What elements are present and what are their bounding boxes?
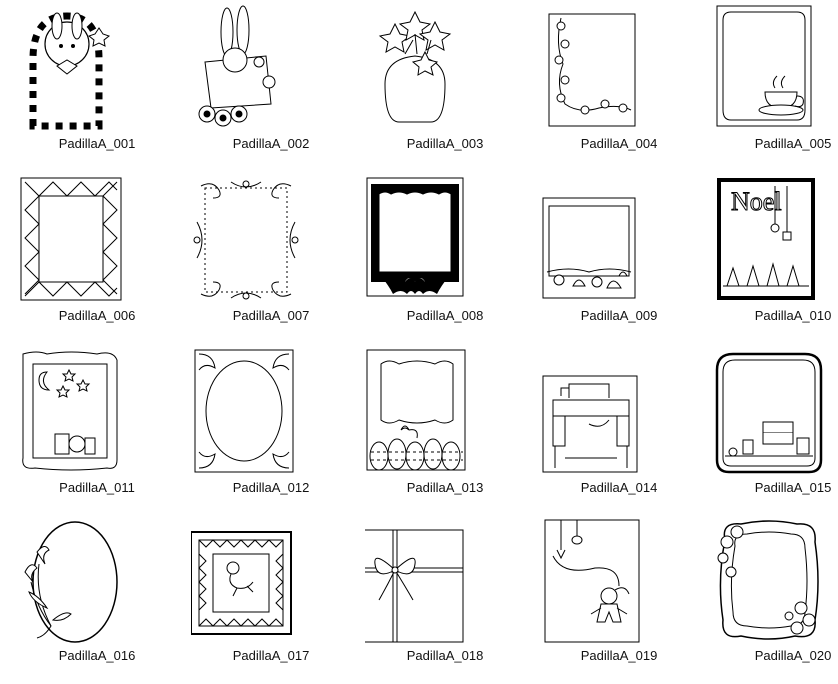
thumbnail-tile[interactable]: PadillaA_012 <box>191 348 351 516</box>
baby-quilt-frame-icon <box>191 516 351 646</box>
thumbnail-label: PadillaA_013 <box>406 480 484 495</box>
thumbnail-label: PadillaA_010 <box>754 308 832 323</box>
thumbnail-label: PadillaA_019 <box>580 648 658 663</box>
thumbnail-tile[interactable]: PadillaA_016 <box>17 516 177 684</box>
thumbnail-label: PadillaA_004 <box>580 136 658 151</box>
thumbnail-tile[interactable]: PadillaA_018 <box>365 516 525 684</box>
thumbnail-label: PadillaA_016 <box>58 648 136 663</box>
thumbnail-tile[interactable]: PadillaA_008 <box>365 176 525 344</box>
thumbnail-tile[interactable]: PadillaA_002 <box>191 4 351 172</box>
thumbnail-label: PadillaA_017 <box>232 648 310 663</box>
thumbnail-tile[interactable]: PadillaA_001 <box>17 4 177 172</box>
calla-lily-oval-frame-icon <box>17 516 177 646</box>
sewing-desk-frame-icon <box>539 348 699 478</box>
thumbnail-label: PadillaA_012 <box>232 480 310 495</box>
thumbnail-tile[interactable]: PadillaA_015 <box>713 348 838 516</box>
thumbnail-label: PadillaA_007 <box>232 308 310 323</box>
thumbnail-label: PadillaA_003 <box>406 136 484 151</box>
checkered-bunny-frame-icon <box>17 4 177 134</box>
thumbnail-tile[interactable]: PadillaA_004 <box>539 4 699 172</box>
thumbnail-tile[interactable]: PadillaA_007 <box>191 176 351 344</box>
easter-eggs-frame-icon <box>365 348 525 478</box>
thumbnail-tile[interactable]: PadillaA_011 <box>17 348 177 516</box>
thumbnail-tile[interactable]: PadillaA_003 <box>365 4 525 172</box>
svg-text:Noel: Noel <box>731 187 782 216</box>
floral-vine-frame-icon <box>539 4 699 134</box>
teacup-frame-icon <box>713 4 838 134</box>
thumbnail-label: PadillaA_020 <box>754 648 832 663</box>
bunny-daisy-frame-icon <box>191 4 351 134</box>
thumbnail-label: PadillaA_008 <box>406 308 484 323</box>
thumbnail-label: PadillaA_014 <box>580 480 658 495</box>
triangle-border-frame-icon <box>17 176 177 306</box>
thumbnail-tile[interactable]: PadillaA_009 <box>539 176 699 344</box>
bat-black-frame-icon <box>365 176 525 306</box>
sewing-machine-frame-icon <box>713 348 838 478</box>
thumbnail-tile[interactable]: PadillaA_017 <box>191 516 351 684</box>
moon-stars-frame-icon <box>17 348 177 478</box>
thumbnail-tile[interactable]: PadillaA_006 <box>17 176 177 344</box>
oval-corner-frame-icon <box>191 348 351 478</box>
seashell-frame-icon <box>539 176 699 306</box>
thumbnail-tile[interactable]: PadillaA_014 <box>539 348 699 516</box>
thumbnail-label: PadillaA_006 <box>58 308 136 323</box>
ornate-scroll-frame-icon <box>191 176 351 306</box>
thumbnail-label: PadillaA_015 <box>754 480 832 495</box>
thumbnail-label: PadillaA_011 <box>59 480 135 495</box>
gift-bow-frame-icon <box>365 516 525 646</box>
noel-christmas-frame-icon: Noel <box>713 176 838 306</box>
thumbnail-tile[interactable]: PadillaA_019 <box>539 516 699 684</box>
thumbnail-label: PadillaA_009 <box>580 308 658 323</box>
thumbnail-label: PadillaA_005 <box>754 136 832 151</box>
thumbnail-label: PadillaA_018 <box>406 648 484 663</box>
thumbnail-tile[interactable]: Noel PadillaA_010 <box>713 176 838 344</box>
thumbnail-label: PadillaA_001 <box>58 136 136 151</box>
thumbnail-tile[interactable]: PadillaA_005 <box>713 4 838 172</box>
flower-wreath-frame-icon <box>713 516 838 646</box>
thumbnail-label: PadillaA_002 <box>232 136 310 151</box>
thumbnail-tile[interactable]: PadillaA_020 <box>713 516 838 684</box>
gingerbread-frame-icon <box>539 516 699 646</box>
flower-vase-icon <box>365 4 525 134</box>
thumbnail-tile[interactable]: PadillaA_013 <box>365 348 525 516</box>
